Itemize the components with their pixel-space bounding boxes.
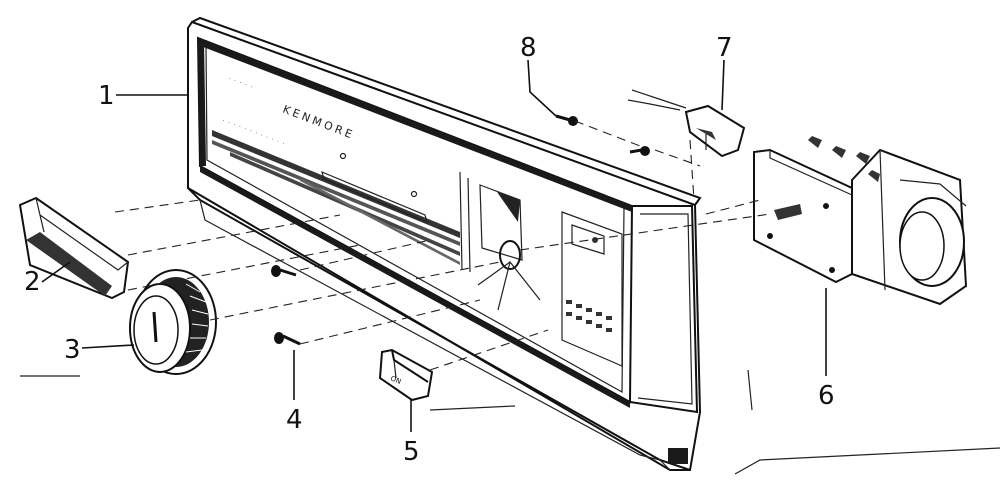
callout-3: 3 (64, 335, 135, 365)
svg-text:· · · · ·: · · · · · (227, 75, 254, 91)
callout-1-label: 1 (98, 81, 115, 111)
callout-5-label: 5 (403, 437, 420, 467)
callout-8: 8 (520, 33, 557, 117)
door-handle (18, 196, 130, 300)
scan-marks (20, 369, 1000, 475)
assembly-lines (114, 120, 771, 371)
brand-label: KENMORE (281, 103, 357, 142)
callout-4-label: 4 (286, 405, 303, 435)
screw-8-lower (629, 146, 650, 156)
screw-upper (271, 265, 297, 277)
callout-7-label: 7 (716, 33, 733, 63)
wire-connector (627, 89, 746, 158)
control-knob (129, 269, 217, 375)
callout-2: 2 (24, 261, 71, 297)
callout-8-label: 8 (520, 33, 537, 63)
switch-label: ON (389, 374, 402, 385)
callout-6-label: 6 (818, 381, 835, 411)
callout-5: 5 (403, 400, 420, 467)
control-panel: KENMORE · · · · · · · · · · · · · · · · … (187, 16, 702, 471)
screw-8 (555, 114, 578, 126)
callout-7: 7 (716, 33, 733, 111)
callout-2-label: 2 (24, 267, 41, 297)
timer-assembly (753, 136, 968, 306)
on-switch: ON (378, 348, 434, 402)
callout-3-label: 3 (64, 335, 81, 365)
callout-1: 1 (98, 81, 188, 111)
screw-4 (274, 332, 301, 346)
callout-4: 4 (286, 350, 303, 435)
callout-6: 6 (818, 288, 835, 411)
